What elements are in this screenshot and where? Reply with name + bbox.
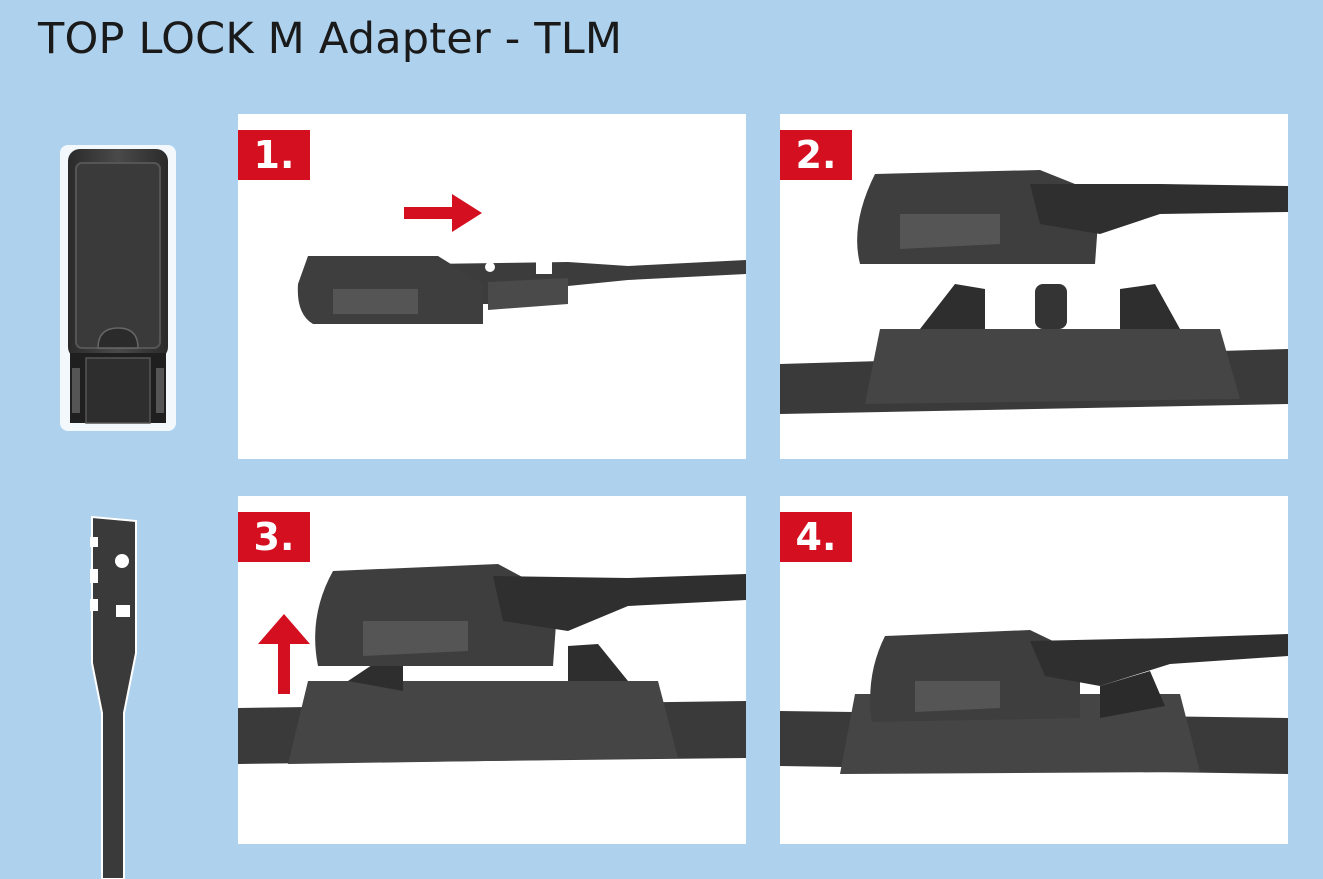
step-3-badge: 3. [238,512,310,562]
step-1-illustration [297,194,746,324]
step-panel-2: 2. [780,114,1288,459]
step-panel-1: 1. [238,114,746,459]
step-panel-3: 3. [238,496,746,844]
step-1-badge: 1. [238,130,310,180]
page-title: TOP LOCK M Adapter - TLM [38,14,623,64]
step-4-badge: 4. [780,512,852,562]
arrow-right-icon [404,194,482,232]
step-3-illustration [238,564,746,764]
step-panel-4: 4. [780,496,1288,844]
arrow-up-icon [258,614,310,694]
step-2-badge: 2. [780,130,852,180]
step-2-illustration [780,170,1288,414]
step-4-illustration [780,630,1288,774]
adapter-front-view [58,143,178,433]
wiper-arm-side-view [84,513,144,879]
